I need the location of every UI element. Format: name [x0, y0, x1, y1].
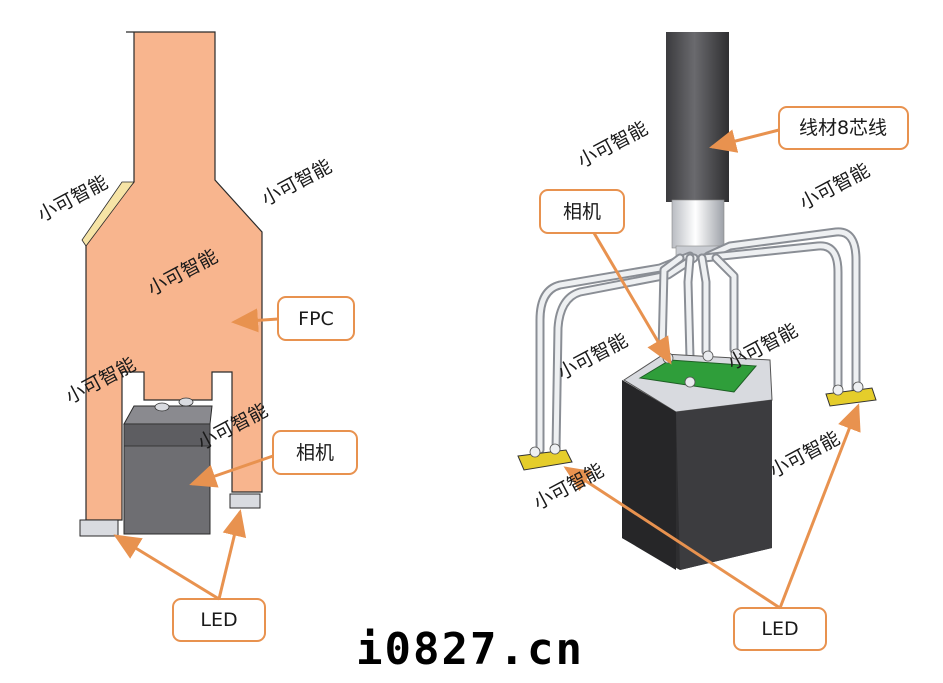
- fpc-edge-highlight: [81, 181, 135, 247]
- callout-wire: 线材8芯线: [709, 106, 909, 153]
- callout-fpc-text: FPC: [298, 308, 334, 330]
- callout-camera-right: 相机: [539, 189, 672, 365]
- callout-led-right-text: LED: [761, 618, 798, 640]
- callout-led-left: LED: [113, 509, 266, 642]
- right-assembly: [517, 32, 877, 570]
- callout-fpc: FPC: [231, 296, 355, 341]
- led-left-b: [229, 493, 261, 509]
- led-right-right: [825, 381, 877, 407]
- watermark-text: 小可智能: [574, 117, 651, 172]
- watermark-text: 小可智能: [796, 159, 873, 214]
- camera-module-right: [622, 348, 773, 570]
- callout-camera-left: 相机: [189, 430, 358, 488]
- camera-module-left: [123, 397, 213, 535]
- watermark-text: 小可智能: [554, 329, 631, 384]
- callout-led-right: LED: [563, 403, 861, 651]
- callout-camera-left-text: 相机: [296, 442, 334, 464]
- callout-camera-right-text: 相机: [563, 201, 601, 223]
- wires: [535, 227, 861, 455]
- watermark-text: 小可智能: [258, 155, 335, 210]
- left-assembly: [79, 31, 263, 537]
- site-watermark: i0827.cn: [356, 624, 584, 675]
- callout-wire-text: 线材8芯线: [799, 117, 887, 139]
- cable: [666, 32, 729, 202]
- callout-led-left-text: LED: [200, 609, 237, 631]
- led-left-a: [79, 519, 119, 537]
- led-right-left: [517, 443, 573, 471]
- cable-ferrule: [671, 199, 725, 249]
